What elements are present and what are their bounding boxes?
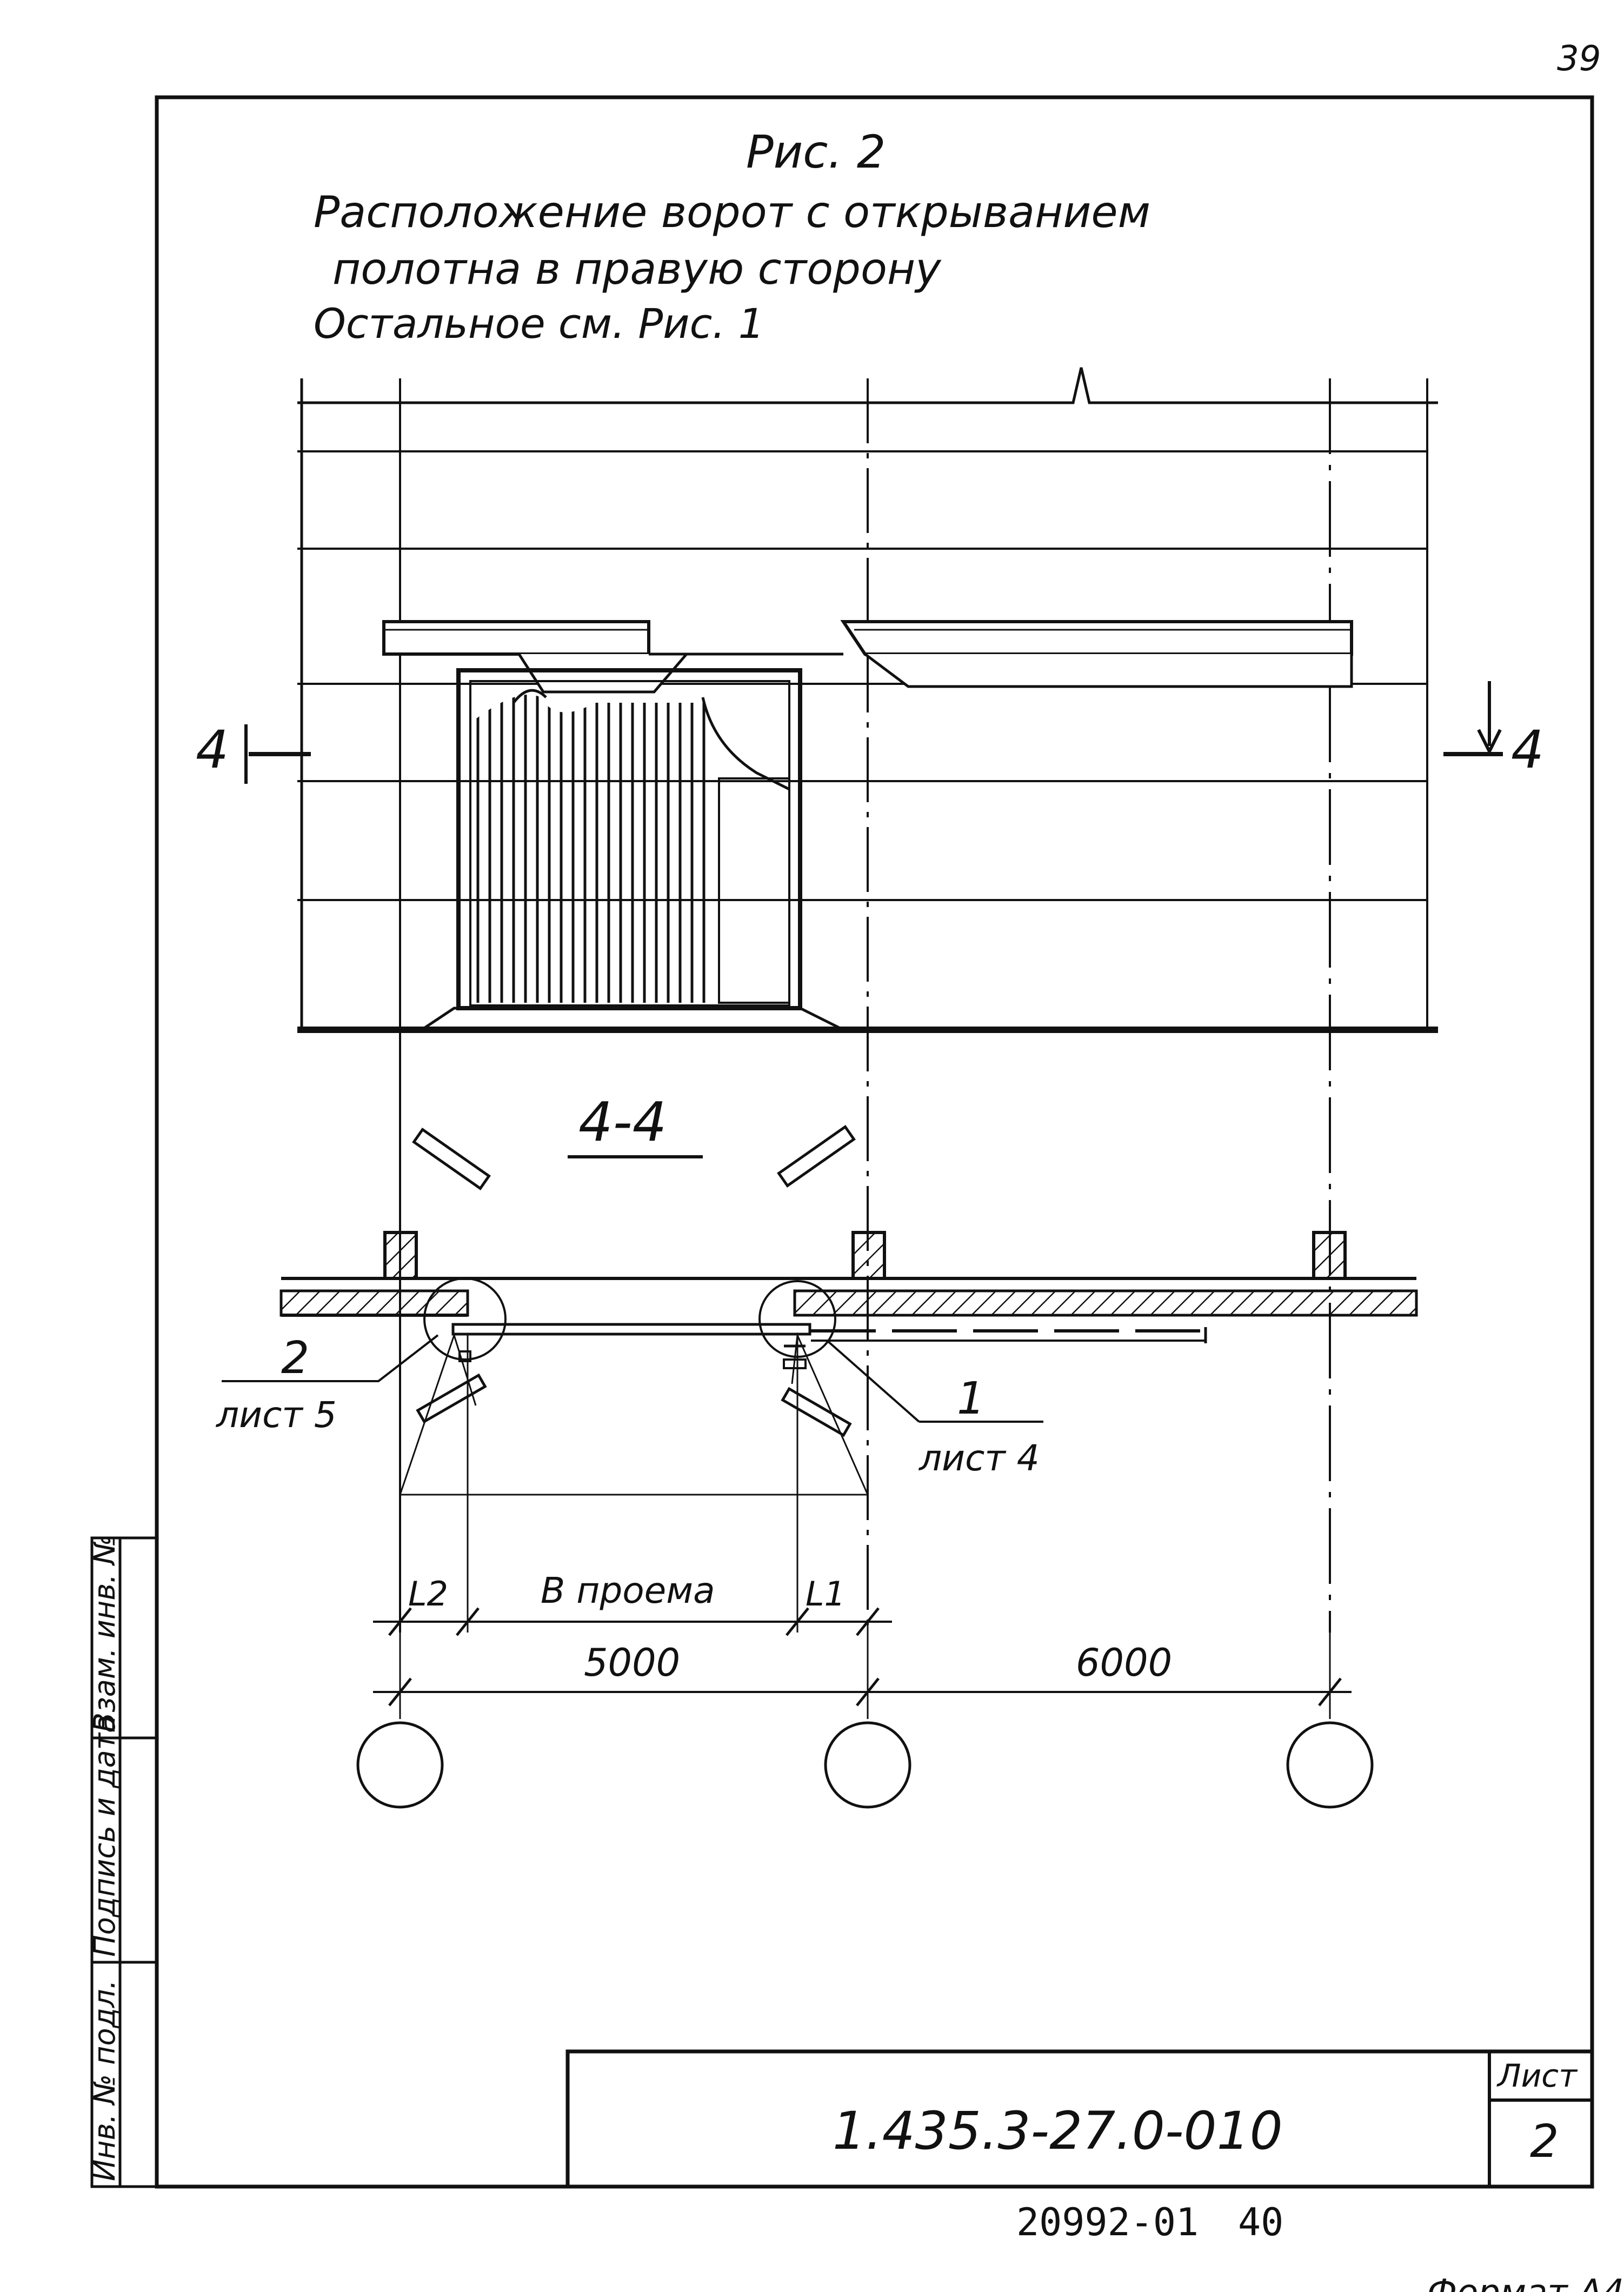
title-line-3: Остальное см. Рис. 1 bbox=[314, 299, 764, 348]
callout-right-number: 1 bbox=[957, 1373, 985, 1424]
dim-l1: L1 bbox=[806, 1574, 846, 1614]
column-2 bbox=[851, 1231, 886, 1280]
sheet-number: 2 bbox=[1530, 2115, 1559, 2168]
callout-right-sheet: лист 4 bbox=[918, 1437, 1040, 1479]
footer-page: 40 bbox=[1238, 2200, 1283, 2244]
section-marker-right: 4 bbox=[1443, 681, 1544, 780]
footer-code: 20992-01 bbox=[1016, 2200, 1199, 2244]
grid-axes bbox=[356, 1721, 1374, 1809]
sidebar-field-1: Инв. № подл. bbox=[88, 1980, 122, 2181]
dim-span-1: 5000 bbox=[584, 1641, 680, 1685]
footer-cut-text: Формат А4 bbox=[1427, 2273, 1624, 2292]
figure-label: Рис. 2 bbox=[746, 125, 886, 178]
detail-circle-left bbox=[423, 1277, 507, 1361]
gate-leaf bbox=[456, 668, 802, 1010]
column-3 bbox=[1312, 1231, 1347, 1280]
section-right-label: 4 bbox=[1511, 719, 1544, 780]
callout-right: 1 лист 4 bbox=[918, 1373, 1040, 1479]
left-sidebar bbox=[90, 1536, 158, 2188]
column-1 bbox=[383, 1231, 418, 1280]
drawing-designation: 1.435.3-27.0-010 bbox=[833, 2101, 1283, 2161]
sidebar-field-2: Подпись и дата bbox=[88, 1715, 122, 1957]
facade-elevation bbox=[297, 367, 1438, 1633]
callout-left-number: 2 bbox=[281, 1332, 309, 1384]
canopy bbox=[382, 620, 1353, 694]
sidebar-field-3: Взам. инв. № bbox=[88, 1534, 122, 1733]
title-line-2: полотна в правую сторону bbox=[332, 244, 942, 294]
title-block bbox=[565, 2049, 1594, 2189]
section-label: 4-4 bbox=[578, 1090, 667, 1154]
dim-opening: B проема bbox=[541, 1570, 715, 1611]
page-number: 39 bbox=[1557, 39, 1601, 79]
axis-bubble-1 bbox=[356, 1721, 444, 1809]
callout-left: 2 лист 5 bbox=[215, 1332, 337, 1436]
dimension-labels: L2 B проема L1 5000 6000 bbox=[408, 1570, 1172, 1685]
drawing-frame bbox=[155, 95, 1594, 2189]
section-marker-left: 4 bbox=[196, 719, 311, 784]
dim-l2: L2 bbox=[408, 1574, 448, 1614]
callout-left-sheet: лист 5 bbox=[215, 1394, 337, 1436]
sheet-label: Лист bbox=[1496, 2057, 1578, 2094]
section-label-group: 4-4 bbox=[568, 1090, 703, 1158]
dimension-lines bbox=[373, 1607, 1352, 1719]
axis-bubble-3 bbox=[1286, 1721, 1374, 1809]
plan-view bbox=[222, 1125, 1418, 1633]
title-block-text: Рис. 2 Расположение ворот с открыванием … bbox=[314, 125, 1150, 348]
section-left-label: 4 bbox=[196, 719, 229, 780]
dim-span-2: 6000 bbox=[1076, 1641, 1172, 1685]
axis-bubble-2 bbox=[824, 1721, 911, 1809]
title-line-1: Расположение ворот с открыванием bbox=[314, 187, 1150, 237]
